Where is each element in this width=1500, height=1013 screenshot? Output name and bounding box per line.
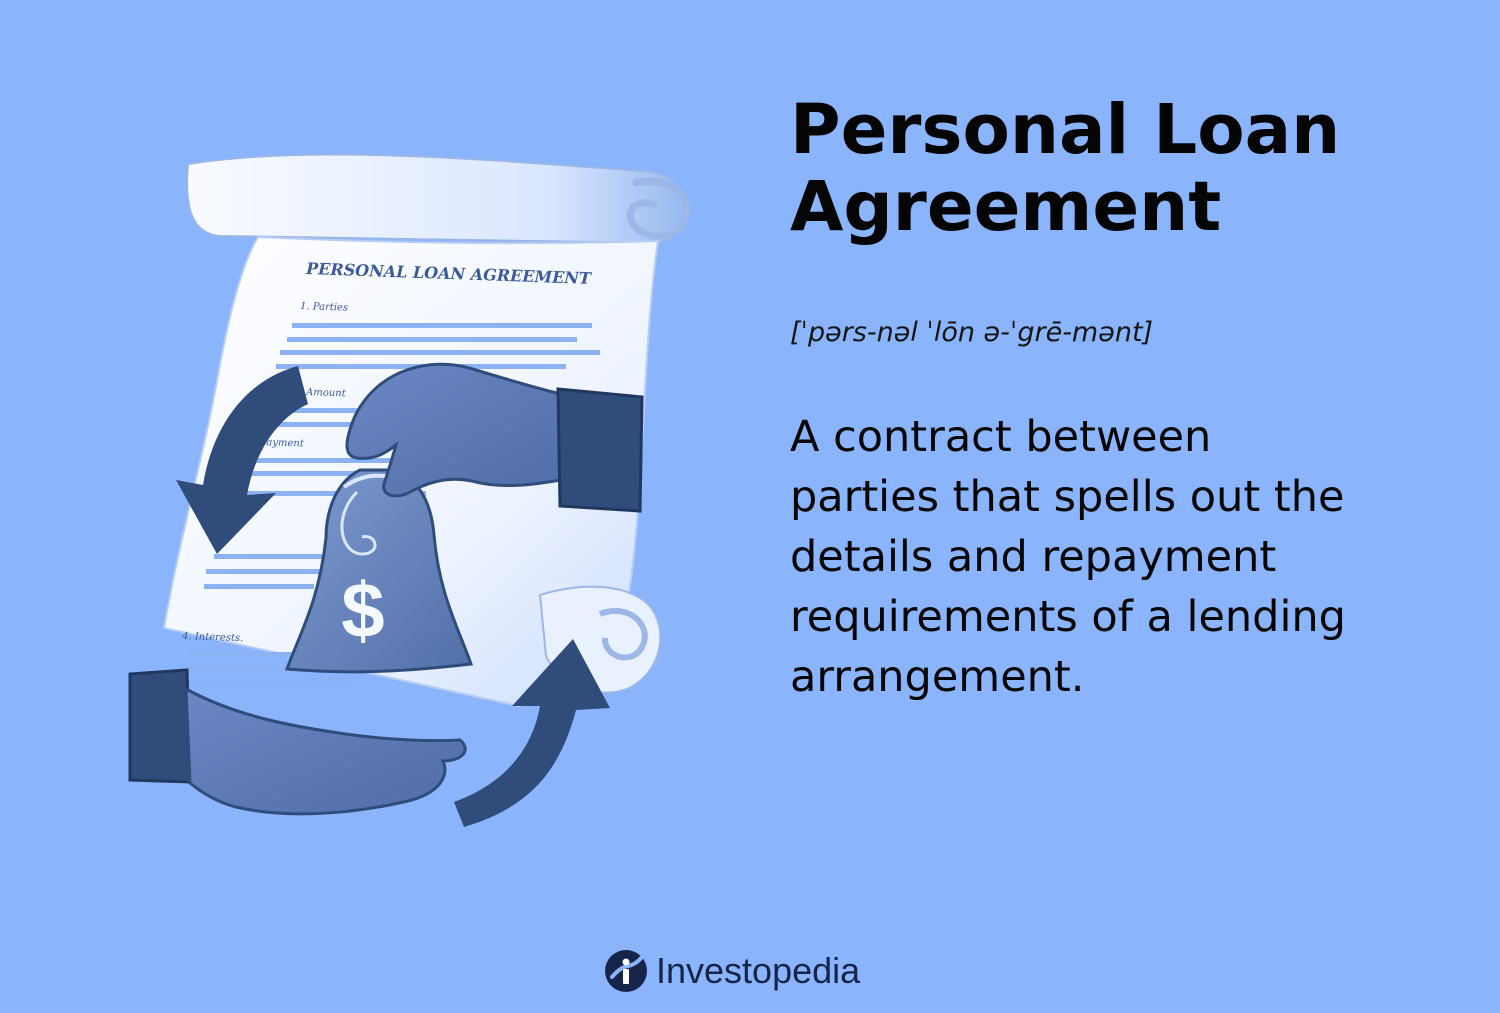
- definition-line-2: parties that spells out the: [790, 472, 1345, 522]
- document-line: [236, 491, 426, 496]
- arrow-up-shape: [454, 639, 610, 827]
- borrower-hand: [128, 668, 467, 816]
- definition-text: A contract between parties that spells o…: [790, 407, 1470, 707]
- document-line: [241, 471, 401, 476]
- document-line: [185, 666, 385, 671]
- brand-name: Investopedia: [656, 950, 861, 991]
- section-parties: 1. Parties: [300, 301, 348, 314]
- document-line: [260, 422, 405, 427]
- document-line: [292, 323, 592, 328]
- document-line: [268, 408, 408, 413]
- pronunciation: [ˈpərs-nəl ˈlōn ə-ˈgrē-mənt]: [790, 317, 1154, 348]
- page-title: Personal Loan Agreement: [790, 92, 1470, 246]
- money-bag-body: [284, 468, 474, 674]
- definition-line-5: arrangement.: [790, 652, 1085, 702]
- lender-hand: [345, 362, 644, 513]
- document-line: [248, 458, 448, 463]
- document-line: [204, 584, 314, 589]
- definition-line-4: requirements of a lending: [790, 592, 1346, 642]
- document-line: [180, 678, 350, 683]
- scroll-bottom-curl: [598, 607, 648, 661]
- lender-sleeve: [556, 387, 644, 513]
- definition-line-3: details and repayment: [790, 532, 1277, 582]
- investopedia-logo-icon: [605, 950, 647, 992]
- loan-agreement-illustration: PERSONAL LOAN AGREEMENT 1. Parties Amoun…: [128, 153, 690, 827]
- money-bag: $: [284, 468, 474, 674]
- borrower-sleeve: [128, 668, 192, 784]
- document-line: [206, 569, 336, 574]
- definition-line-1: A contract between: [790, 412, 1212, 462]
- arrow-down-shape: [176, 366, 308, 554]
- document-text-lines: [180, 323, 600, 683]
- loan-arrows: [176, 366, 610, 827]
- section-amount: Amount: [305, 387, 347, 399]
- definition-panel: Personal Loan Agreement [ˈpərs-nəl ˈlōn …: [790, 92, 1470, 707]
- lender-hand-shape: [345, 362, 579, 498]
- scroll-top-curl: [626, 177, 690, 240]
- scroll-top-roll: [186, 153, 687, 245]
- money-bag-string: [340, 490, 377, 556]
- title-line-1: Personal Loan: [790, 90, 1341, 170]
- document-line: [280, 350, 600, 355]
- borrower-hand-shape: [184, 686, 467, 816]
- section-payment: Payment: [259, 437, 305, 450]
- investopedia-brand: Investopedia: [604, 946, 860, 996]
- document-line: [214, 554, 334, 559]
- document-line: [287, 337, 577, 342]
- title-line-2: Agreement: [790, 167, 1222, 247]
- section-interests: 4. Interests.: [181, 631, 244, 644]
- dollar-symbol: $: [341, 566, 384, 654]
